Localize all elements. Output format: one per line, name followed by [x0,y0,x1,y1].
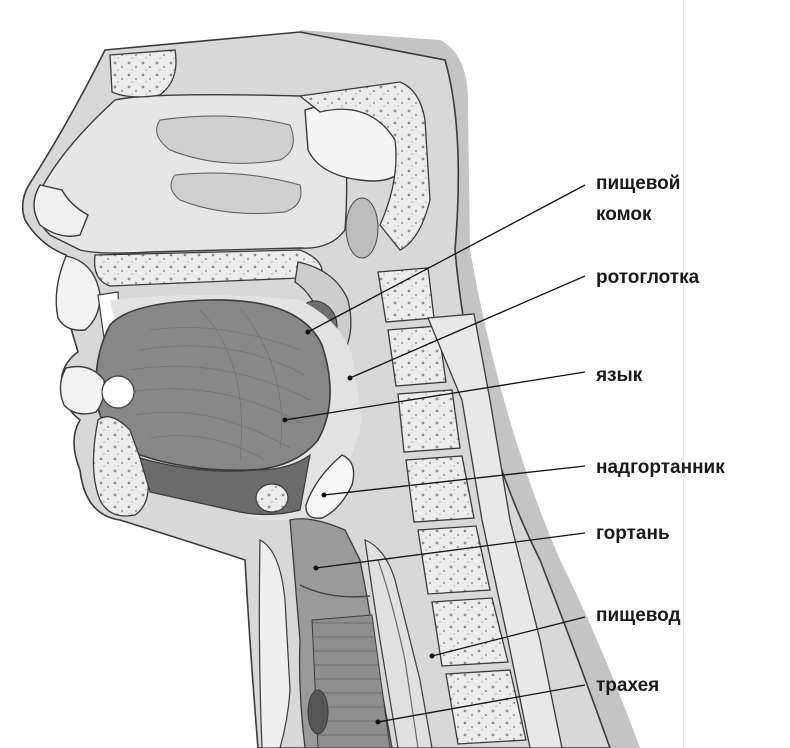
skull-base [298,81,431,251]
leader-dots [282,329,435,725]
leader-trachea [377,684,586,723]
lower-incisor [101,375,135,409]
adenoid [345,197,379,259]
esophagus-wall [377,559,419,748]
cervical-spine [377,267,563,748]
nasal-concha-lower [170,172,302,214]
thyroid-cartilage [258,539,291,748]
leader-epiglottis [323,465,586,496]
label-food-bolus-line1: пищевой [596,173,681,194]
page-divider [683,0,684,748]
label-food-bolus-line2: комок [596,204,652,225]
label-oropharynx: ротоглотка [596,267,700,288]
label-epiglottis: надгортанник [596,457,725,478]
label-esophagus: пищевод [596,605,681,626]
leader-food-bolus [307,184,586,333]
epiglottis [305,454,355,519]
nose [33,184,89,237]
frontal-bone [109,49,177,98]
leader-esophagus [431,616,586,657]
label-tongue: язык [596,365,643,386]
mandible [92,416,149,517]
tongue [94,299,331,472]
hyoid-bone [255,483,289,513]
laryngeal-cartilage [307,689,329,735]
label-larynx: гортань [596,523,670,544]
upper-lip [55,255,101,331]
lower-lip [59,365,106,415]
leader-oropharynx [349,275,586,379]
nasal-concha [156,115,294,164]
leader-tongue [284,371,586,421]
vocal-folds [299,584,371,598]
tongue-fibers [129,307,311,461]
leader-lines [284,184,586,723]
label-trachea: трахея [596,675,660,696]
esophagus [364,539,433,748]
leader-larynx [315,532,586,569]
